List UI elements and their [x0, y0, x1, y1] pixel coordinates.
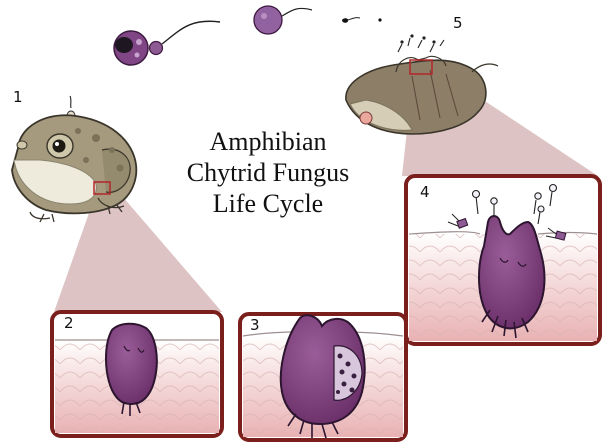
stage-number-4: 4 [420, 183, 430, 201]
zoospore-encysting [114, 31, 148, 65]
panel-stage-2 [52, 312, 222, 436]
panel-stage-4 [406, 176, 600, 344]
zoospore-cluster [67, 6, 382, 121]
stage-number-1: 1 [13, 88, 23, 106]
title-line-2: Chytrid Fungus [168, 157, 368, 188]
stage-number-5: 5 [453, 14, 463, 32]
zoospore-large [254, 6, 312, 34]
sporangium-stage-2 [106, 324, 157, 404]
diagram-title: Amphibian Chytrid Fungus Life Cycle [168, 126, 368, 219]
stage-number-2: 2 [64, 314, 74, 332]
stage-number-3: 3 [250, 316, 260, 334]
zoospore-flagellated [150, 21, 221, 54]
title-line-3: Life Cycle [168, 188, 368, 219]
title-line-1: Amphibian [168, 126, 368, 157]
panel-stage-3 [240, 314, 406, 440]
zoospore-small [342, 18, 382, 23]
frog-healthy [12, 115, 136, 222]
